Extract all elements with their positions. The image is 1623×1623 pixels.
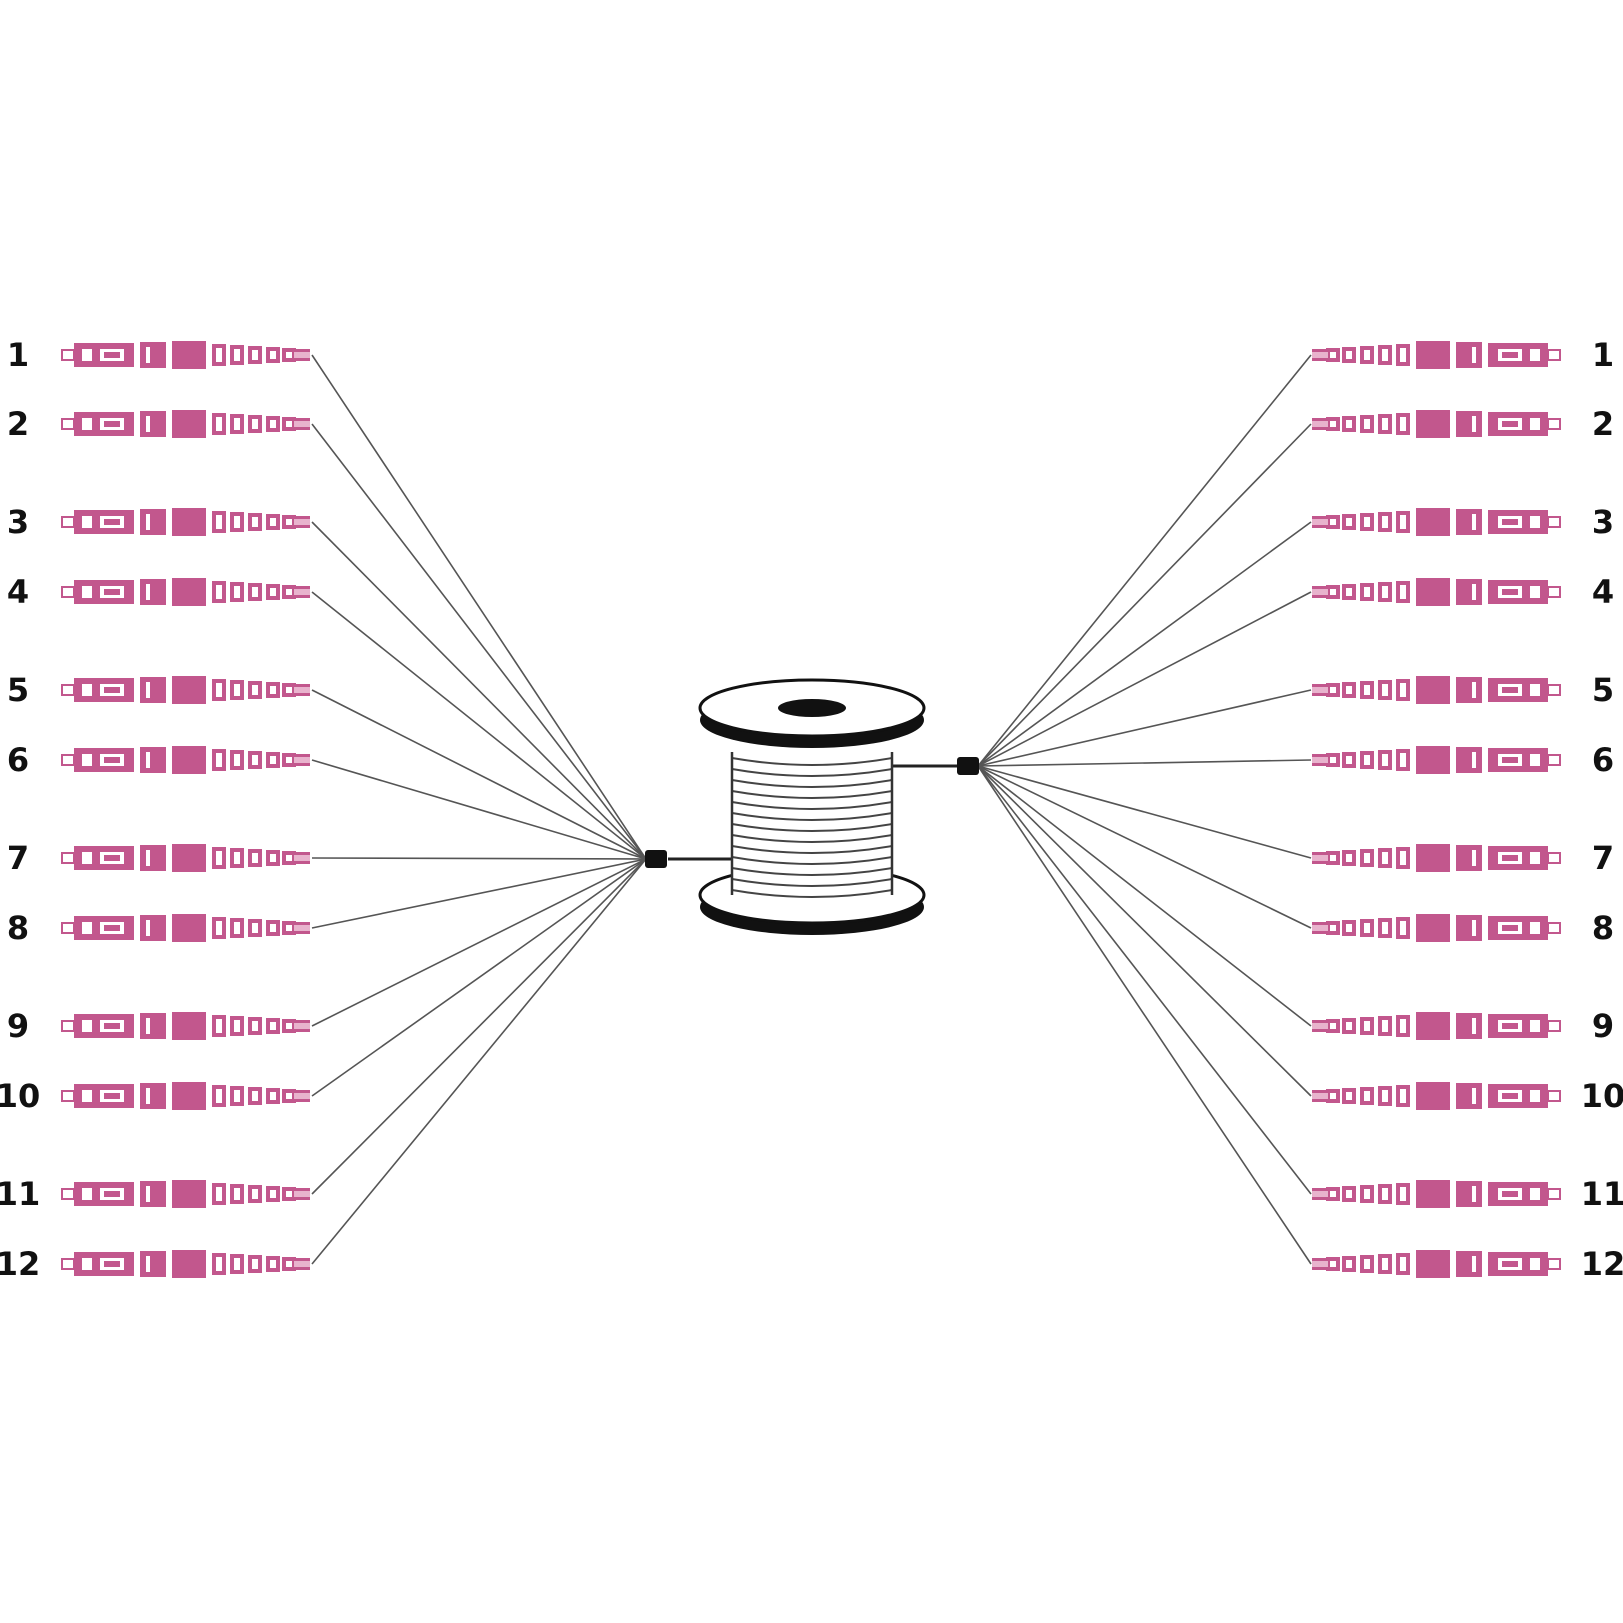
- fiber-right-10: [977, 765, 1312, 1097]
- right-port-label: 9: [1592, 1007, 1614, 1045]
- lc-connector-right-7: [1312, 844, 1561, 872]
- left-port-label: 6: [7, 741, 29, 779]
- left-port-label: 7: [7, 839, 29, 877]
- left-port-label: 5: [7, 671, 29, 709]
- fiber-left-3: [311, 521, 647, 860]
- fiber-right-8: [977, 765, 1312, 929]
- left-port-label: 9: [7, 1007, 29, 1045]
- lc-connector-left-8: [61, 914, 310, 942]
- lc-connector-right-2: [1312, 410, 1561, 438]
- fiber-right-4: [977, 591, 1312, 767]
- lc-connector-left-7: [61, 844, 310, 872]
- fiber-right-3: [977, 521, 1312, 767]
- lc-connector-left-4: [61, 578, 310, 606]
- right-port-label: 6: [1592, 741, 1614, 779]
- lc-connector-right-12: [1312, 1250, 1561, 1278]
- lc-connector-right-8: [1312, 914, 1561, 942]
- left-port-label: 2: [7, 405, 29, 443]
- fiber-left-4: [311, 591, 647, 860]
- lc-connector-left-10: [61, 1082, 310, 1110]
- left-port-label: 8: [7, 909, 29, 947]
- fiber-right-2: [977, 423, 1312, 767]
- fiber-right-11: [977, 765, 1312, 1195]
- right-port-label: 12: [1581, 1245, 1623, 1283]
- lc-connector-right-4: [1312, 578, 1561, 606]
- right-port-label: 1: [1592, 336, 1614, 374]
- lc-connector-left-9: [61, 1012, 310, 1040]
- lc-connector-right-1: [1312, 341, 1561, 369]
- fiber-left-5: [311, 689, 647, 860]
- left-port-label: 11: [0, 1175, 40, 1213]
- right-port-label: 8: [1592, 909, 1614, 947]
- lc-connector-left-2: [61, 410, 310, 438]
- fiber-right-7: [977, 765, 1312, 859]
- lc-connector-left-5: [61, 676, 310, 704]
- fiber-left-10: [311, 858, 647, 1097]
- fiber-left-2: [311, 423, 647, 860]
- fiber-right-9: [977, 765, 1312, 1027]
- lc-connector-left-12: [61, 1250, 310, 1278]
- left-connector-column: [61, 341, 310, 1278]
- lc-connector-left-1: [61, 341, 310, 369]
- left-port-label: 4: [7, 573, 29, 611]
- left-port-label: 1: [7, 336, 29, 374]
- right-port-label: 7: [1592, 839, 1614, 877]
- fiber-right-5: [977, 689, 1312, 767]
- fiber-left-11: [311, 858, 647, 1195]
- left-port-label: 3: [7, 503, 29, 541]
- right-connector-column: [1312, 341, 1561, 1278]
- right-port-label: 4: [1592, 573, 1614, 611]
- right-port-label: 5: [1592, 671, 1614, 709]
- left-breakout-icon: [645, 850, 667, 868]
- fiber-right-6: [977, 759, 1312, 767]
- right-port-label: 3: [1592, 503, 1614, 541]
- lc-connector-right-3: [1312, 508, 1561, 536]
- fiber-left-8: [311, 858, 647, 929]
- lc-connector-right-10: [1312, 1082, 1561, 1110]
- lc-connector-right-6: [1312, 746, 1561, 774]
- fiber-left-1: [311, 354, 647, 860]
- fiber-left-12: [311, 858, 647, 1265]
- lc-connector-left-3: [61, 508, 310, 536]
- fiber-right-12: [977, 765, 1312, 1265]
- fiber-right-1: [977, 354, 1312, 767]
- lc-connector-left-6: [61, 746, 310, 774]
- lc-connector-left-11: [61, 1180, 310, 1208]
- right-port-label: 10: [1581, 1077, 1623, 1115]
- left-port-label: 10: [0, 1077, 40, 1115]
- lc-connector-right-5: [1312, 676, 1561, 704]
- right-breakout-icon: [957, 757, 979, 775]
- lc-connector-right-9: [1312, 1012, 1561, 1040]
- fiber-left-7: [311, 857, 647, 860]
- fiber-left-6: [311, 759, 647, 860]
- right-port-label: 11: [1581, 1175, 1623, 1213]
- cable-spool-icon: [698, 678, 926, 935]
- lc-connector-right-11: [1312, 1180, 1561, 1208]
- right-fiber-bundle: [977, 354, 1312, 1265]
- right-port-label: 2: [1592, 405, 1614, 443]
- left-fiber-bundle: [311, 354, 647, 1265]
- left-port-label: 12: [0, 1245, 40, 1283]
- fiber-left-9: [311, 858, 647, 1027]
